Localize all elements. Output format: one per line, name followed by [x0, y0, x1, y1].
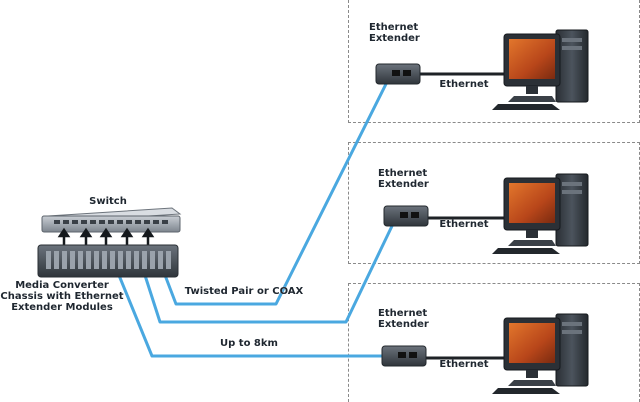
distance-label: Up to 8km — [220, 338, 278, 349]
extender-icon — [383, 205, 429, 227]
link-cable-1 — [158, 82, 388, 306]
chassis-label: Media Converter Chassis with Ethernet Ex… — [0, 280, 124, 313]
patch-cables — [57, 227, 155, 246]
extender-icon — [381, 345, 427, 367]
extender-label-line: Extender — [378, 179, 429, 190]
ethernet-label-1: Ethernet — [439, 79, 489, 90]
link-cable-2 — [140, 224, 394, 324]
computer-icon — [492, 173, 589, 254]
extender-label-1: Ethernet Extender — [369, 22, 420, 44]
extender-label-line: Extender — [378, 319, 429, 330]
switch-icon — [41, 207, 182, 233]
extender-label-line: Extender — [369, 33, 420, 44]
link-cable-3 — [114, 266, 386, 358]
extender-label-line: Ethernet — [369, 22, 419, 33]
switch-label: Switch — [89, 196, 127, 207]
ethernet-label-2: Ethernet — [439, 219, 489, 230]
ethernet-label-3: Ethernet — [439, 359, 489, 370]
computer-icon — [492, 29, 589, 110]
chassis-label-line: Media Converter — [15, 280, 109, 291]
extender-label-3: Ethernet Extender — [378, 308, 429, 330]
computer-icon — [492, 313, 589, 394]
chassis-icon — [37, 244, 179, 278]
extender-label-line: Ethernet — [378, 308, 428, 319]
extender-icon — [375, 63, 421, 85]
extender-label-line: Ethernet — [378, 168, 428, 179]
chassis-label-line: Extender Modules — [11, 302, 113, 313]
extender-label-2: Ethernet Extender — [378, 168, 429, 190]
chassis-label-line: Chassis with Ethernet — [0, 291, 124, 302]
twisted-pair-label: Twisted Pair or COAX — [184, 286, 304, 297]
